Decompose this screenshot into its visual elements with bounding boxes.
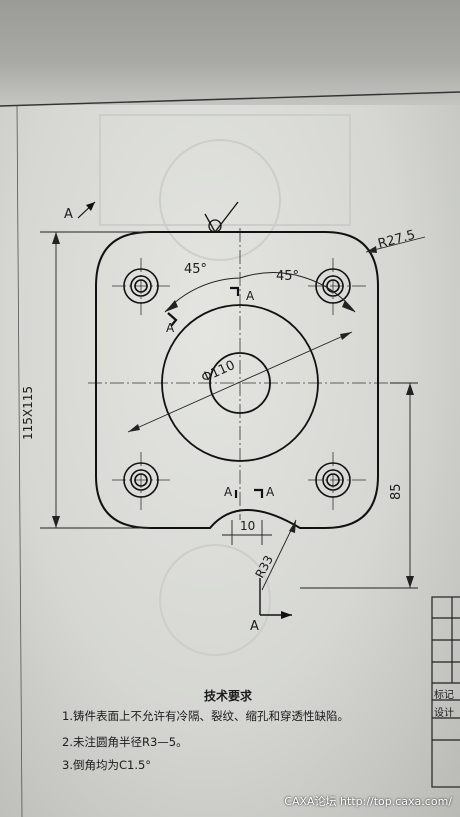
angle-left-label: 45° (184, 262, 208, 277)
bore-diameter-line (127, 331, 353, 433)
paper-border-left (16, 105, 23, 817)
centerlines (88, 228, 395, 520)
section-label-bottom-arrow: A (250, 619, 259, 634)
forum-watermark: CAXA论坛 http://top.caxa.com/ (284, 795, 452, 808)
section-a-arrow (86, 202, 95, 211)
height-offset-arrows (406, 383, 414, 588)
bleed-through-ghost (99, 114, 351, 656)
angle-right-label: 45° (276, 269, 300, 284)
section-label-bottom-left: A (224, 485, 233, 499)
arc-radius-arrow (289, 520, 296, 533)
section-label-angled: A (166, 321, 175, 335)
height-offset-label: 85 (389, 483, 404, 500)
title-block-cell-1: 标记 (434, 690, 454, 701)
angle-arc-arrows (165, 300, 355, 312)
section-label-bottom-right: A (266, 485, 275, 499)
bore-diameter-arrows (128, 332, 352, 432)
title-block-cell-2: 设计 (434, 708, 454, 719)
arc-radius-leader (261, 519, 297, 591)
section-cut-marks (167, 286, 264, 498)
angle-arc (164, 272, 356, 313)
technical-requirements-title: 技术要求 (204, 689, 253, 703)
plate-size-dimension (40, 231, 150, 529)
section-label-left: A (64, 207, 73, 222)
plate-size-label: 115X115 (21, 385, 35, 440)
technical-note-1: 1.铸件表面上不允许有冷隔、裂纹、缩孔和穿透性缺陷。 (62, 709, 349, 723)
bolt-holes (123, 268, 351, 498)
technical-note-2: 2.未注圆角半径R3—5。 (62, 735, 188, 749)
title-block (431, 596, 460, 788)
corner-radius-arrow (366, 246, 377, 253)
paper-border-top (0, 91, 460, 107)
slot-width-dimension (222, 520, 272, 545)
paper-top-shadow (0, 0, 460, 105)
section-label-top: A (246, 289, 255, 303)
slot-width-label: 10 (240, 519, 256, 533)
bore-circle (209, 352, 271, 414)
bottom-section-arrow (281, 611, 292, 619)
height-offset-dimension (300, 382, 418, 589)
plate-size-arrows (52, 232, 60, 528)
surface-finish-symbol (204, 201, 239, 234)
technical-note-3: 3.倒角均为C1.5° (62, 758, 152, 772)
plate-outline (95, 231, 379, 529)
boss-circle (161, 304, 319, 462)
